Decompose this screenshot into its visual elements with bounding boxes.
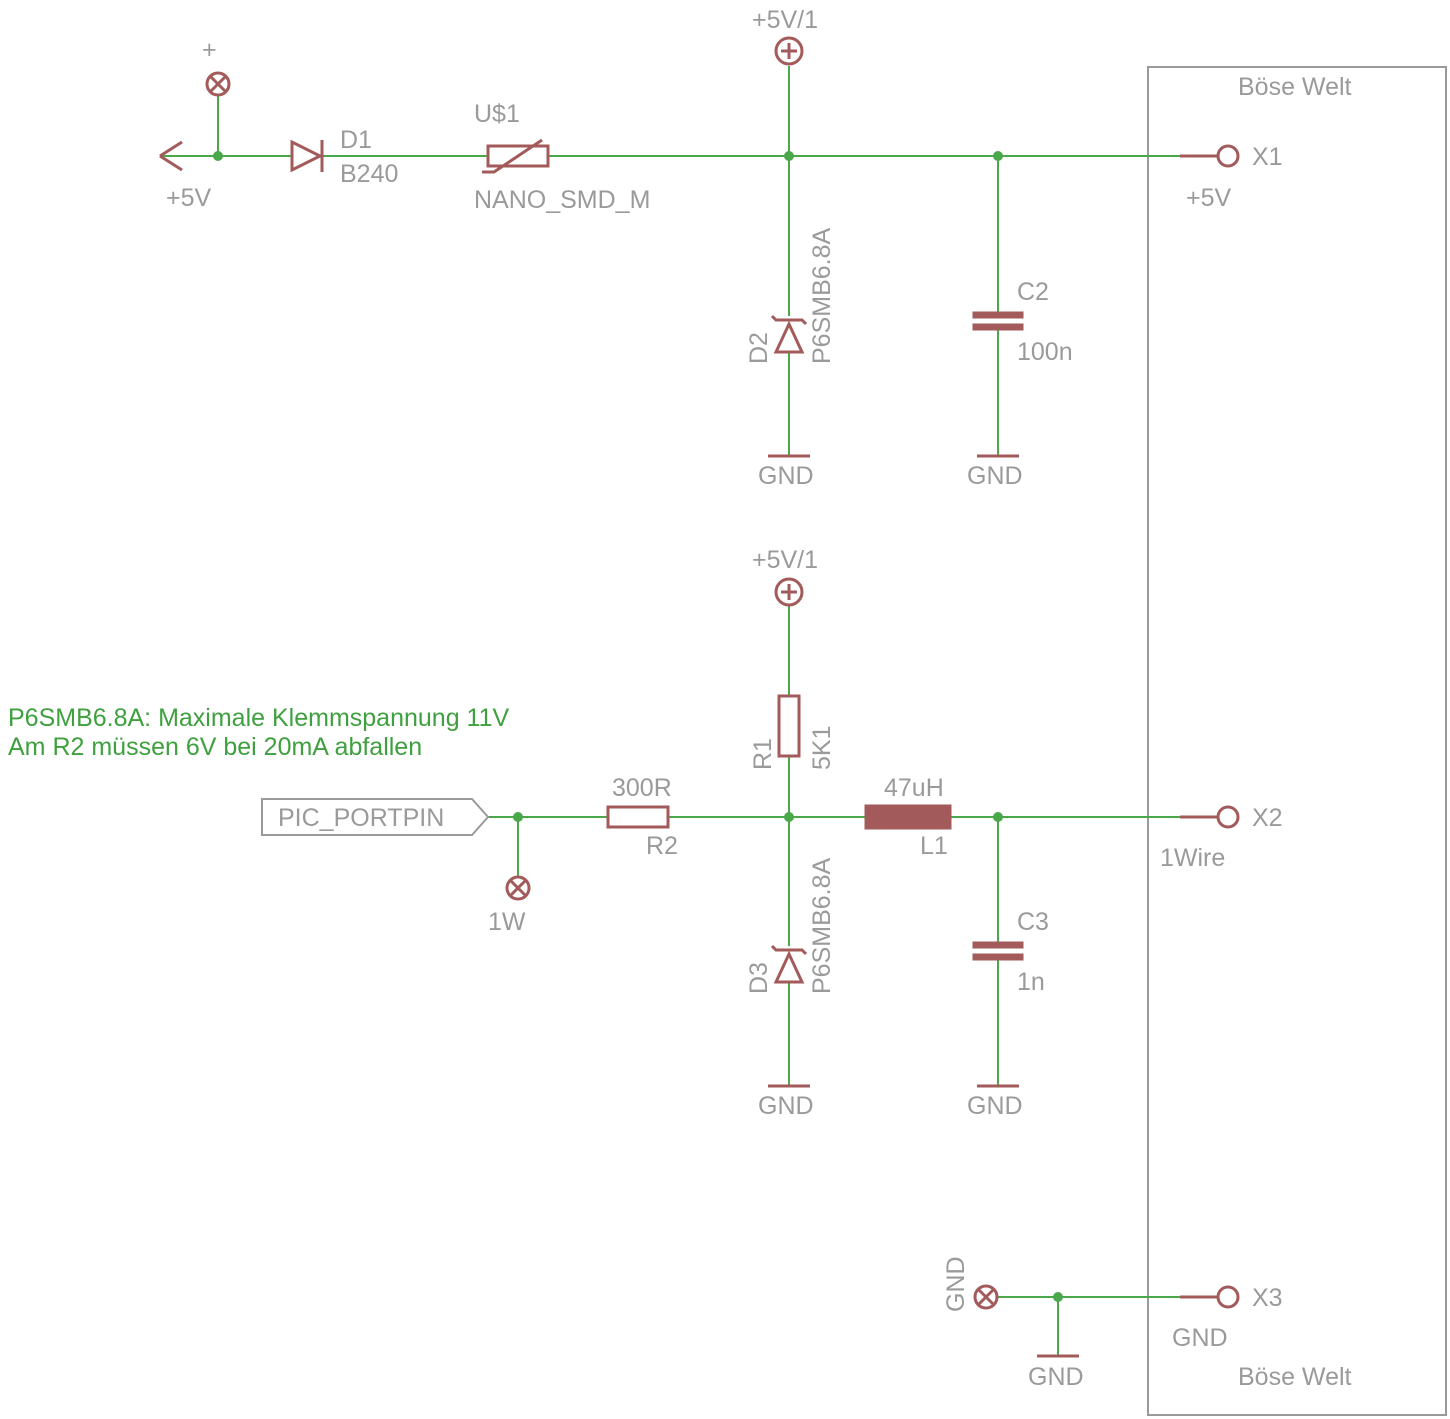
bottom-wires [998, 1296, 1180, 1356]
d2-tvs-diode-icon [770, 314, 808, 354]
junction-c2-top [993, 151, 1003, 161]
middle-wires [486, 606, 1180, 1086]
x3-name: X3 [1252, 1284, 1283, 1312]
frame-title-top: Böse Welt [1238, 73, 1352, 101]
vcc-top-icon [774, 36, 804, 66]
r2-name: R2 [646, 832, 678, 860]
r1-name: R1 [749, 738, 777, 770]
vcc-mid-icon [774, 577, 804, 607]
junction-supply [213, 151, 223, 161]
note-line-2: Am R2 müssen 6V bei 20mA abfallen [8, 733, 422, 761]
tp-1w-icon [505, 875, 531, 901]
gnd-x3-label: GND [1028, 1363, 1084, 1391]
u1-value: NANO_SMD_M [474, 186, 650, 214]
l1-inductor-icon [864, 804, 952, 830]
x3-signal: GND [1172, 1324, 1228, 1352]
x2-signal: 1Wire [1160, 844, 1225, 872]
top-wires [160, 66, 1180, 456]
supply-arrow-icon [159, 140, 183, 172]
gnd-c2-label: GND [967, 462, 1023, 490]
tp-gnd-label: GND [942, 1256, 970, 1312]
x2-connector-icon [1216, 805, 1240, 829]
note-line-1: P6SMB6.8A: Maximale Klemmspannung 11V [8, 704, 509, 732]
junction-r1-r2 [784, 812, 794, 822]
junction-portpin [513, 812, 523, 822]
d3-value: P6SMB6.8A [808, 857, 836, 994]
c2-capacitor-icon [972, 311, 1024, 331]
r2-value: 300R [612, 774, 672, 802]
c2-value: 100n [1017, 338, 1073, 366]
c3-name: C3 [1017, 908, 1049, 936]
x1-connector-icon [1216, 144, 1240, 168]
d1-diode-icon [290, 139, 324, 173]
junction-d2-top [784, 151, 794, 161]
boese-welt-frame [1147, 66, 1447, 1416]
c2-name: C2 [1017, 278, 1049, 306]
plus-testpoint-label: + [202, 36, 217, 64]
gnd-d3-label: GND [758, 1092, 814, 1120]
x1-name: X1 [1252, 143, 1283, 171]
c3-capacitor-icon [972, 941, 1024, 961]
x1-signal: +5V [1186, 184, 1232, 212]
d2-name: D2 [745, 332, 773, 364]
r1-resistor-icon [777, 694, 801, 758]
gnd-d2-label: GND [758, 462, 814, 490]
portpin-label-shape [261, 798, 490, 836]
vcc-mid-label: +5V/1 [752, 546, 818, 574]
junction-gnd [1053, 1292, 1063, 1302]
vcc-top-label: +5V/1 [752, 6, 818, 34]
r1-value: 5K1 [808, 726, 836, 770]
tp-1w-label: 1W [488, 908, 526, 936]
supply-5v-label: +5V [166, 184, 212, 212]
d3-tvs-diode-icon [770, 944, 808, 984]
l1-name: L1 [920, 832, 948, 860]
x3-connector-icon [1216, 1285, 1240, 1309]
portpin-label: PIC_PORTPIN [278, 804, 444, 832]
d2-value: P6SMB6.8A [808, 227, 836, 364]
frame-title-bottom: Böse Welt [1238, 1363, 1352, 1391]
tp-gnd-icon [973, 1284, 999, 1310]
plus-testpoint-icon [205, 71, 231, 97]
junction-c3-top [993, 812, 1003, 822]
l1-value: 47uH [884, 774, 944, 802]
r2-resistor-icon [606, 805, 670, 829]
c3-value: 1n [1017, 968, 1045, 996]
d1-name: D1 [340, 126, 372, 154]
x2-name: X2 [1252, 804, 1283, 832]
gnd-c3-label: GND [967, 1092, 1023, 1120]
u1-varistor-icon [482, 138, 550, 174]
d3-name: D3 [745, 962, 773, 994]
u1-name: U$1 [474, 100, 520, 128]
d1-value: B240 [340, 160, 398, 188]
